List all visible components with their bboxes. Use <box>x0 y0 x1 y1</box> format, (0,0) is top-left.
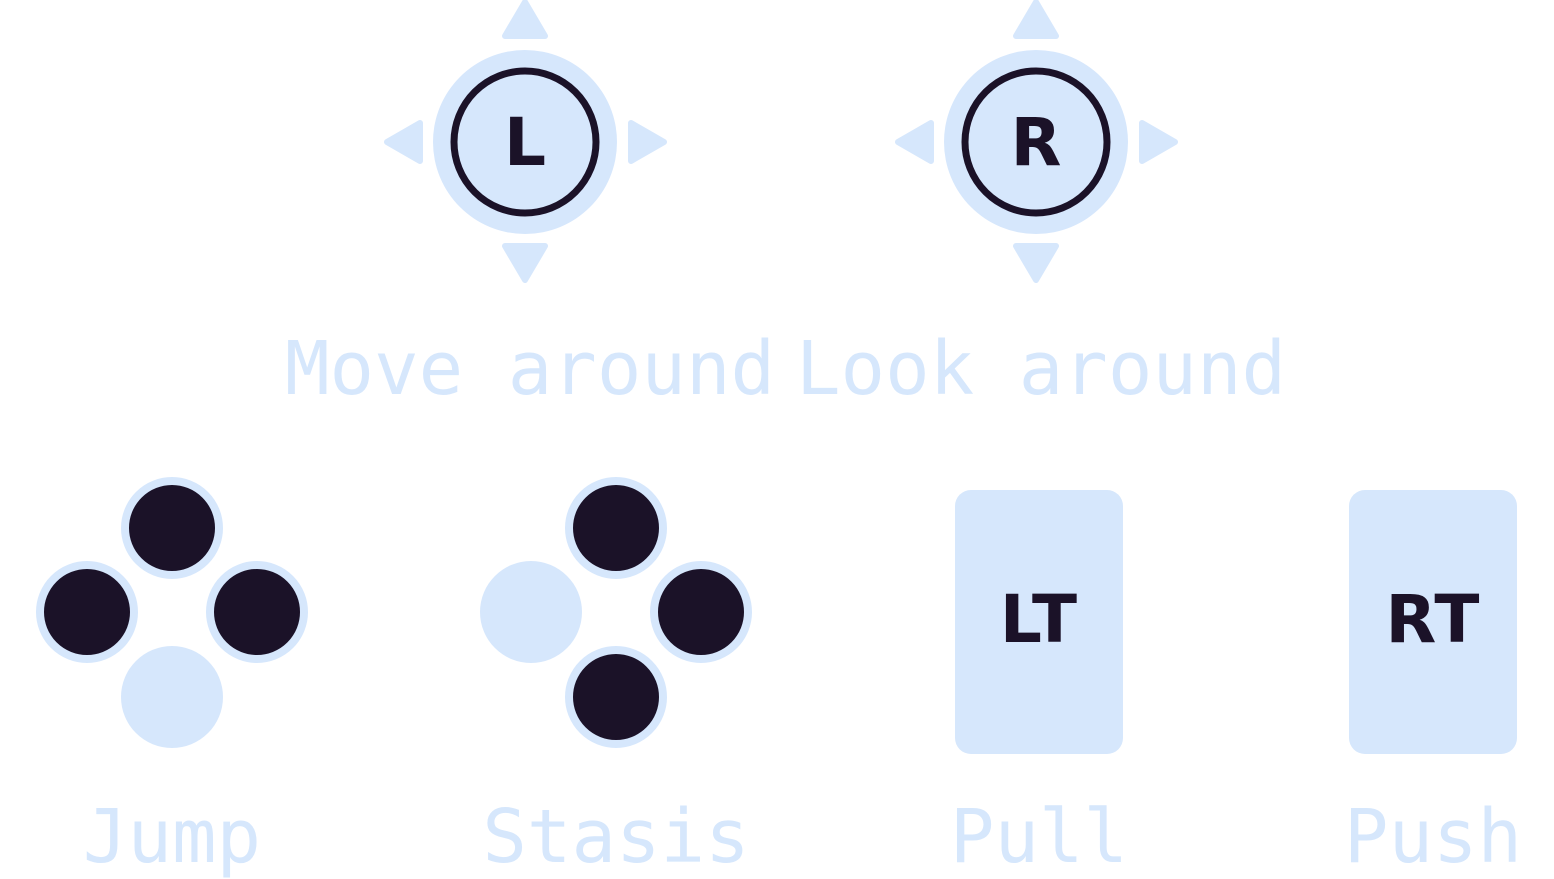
left-stick-letter: L <box>503 104 547 181</box>
left-stick-icon <box>384 0 667 283</box>
face-button-bottom <box>121 646 223 748</box>
right-stick-icon <box>895 0 1178 283</box>
arrow-down-icon <box>502 243 548 283</box>
jump-label: Jump <box>82 794 262 879</box>
stasis-face-buttons <box>471 467 761 757</box>
face-button-top <box>565 477 667 579</box>
face-button-top <box>121 477 223 579</box>
stick-cap <box>450 67 600 217</box>
arrow-left-icon <box>384 120 423 164</box>
face-button-left <box>36 561 138 663</box>
face-button-right <box>650 561 752 663</box>
look-around-label: Look around <box>796 326 1287 412</box>
arrow-down-icon <box>1013 243 1059 283</box>
arrow-up-icon <box>502 0 548 39</box>
right-trigger: RT <box>1349 490 1517 754</box>
arrow-left-icon <box>895 120 934 164</box>
face-button-left <box>480 561 582 663</box>
stasis-label: Stasis <box>482 794 750 879</box>
left-stick-control: L <box>375 0 675 290</box>
right-trigger-text: RT <box>1385 581 1481 658</box>
stick-cap <box>961 67 1111 217</box>
left-trigger: LT <box>955 490 1123 754</box>
right-stick-letter: R <box>1010 104 1062 181</box>
left-trigger-text: LT <box>999 581 1079 658</box>
right-stick-control: R <box>886 0 1186 290</box>
move-around-label: Move around <box>285 326 776 412</box>
face-button-bottom <box>565 646 667 748</box>
arrow-right-icon <box>628 120 667 164</box>
push-label: Push <box>1343 794 1523 879</box>
jump-face-buttons <box>27 467 317 757</box>
pull-label: Pull <box>949 794 1129 879</box>
arrow-right-icon <box>1139 120 1178 164</box>
arrow-up-icon <box>1013 0 1059 39</box>
face-button-right <box>206 561 308 663</box>
